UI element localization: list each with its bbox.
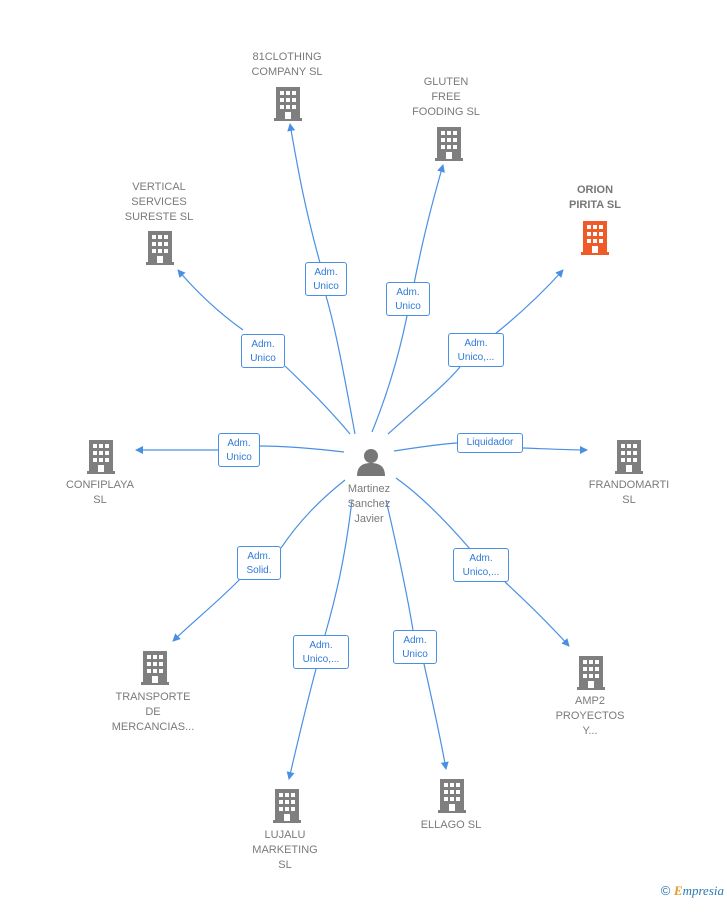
edge-line-frandomarti [393, 442, 458, 452]
company-name-81clothing[interactable]: 81CLOTHING COMPANY SL [251, 51, 323, 78]
building-icon[interactable] [435, 127, 463, 161]
role-label-confiplaya[interactable]: Adm. Unico [218, 433, 260, 467]
company-name-lujalu[interactable]: LUJALU MARKETING SL [252, 829, 318, 871]
role-label-81clothing[interactable]: Adm. Unico [305, 262, 347, 296]
edge-line-gluten [371, 315, 408, 433]
edge-line-amp2 [395, 477, 471, 550]
company-name-transporte[interactable]: TRANSPORTE DE MERCANCIAS... [111, 691, 195, 733]
role-label-gluten[interactable]: Adm. Unico [386, 282, 430, 316]
edge-arrow-amp2 [504, 581, 570, 647]
building-icon[interactable] [581, 221, 609, 255]
company-name-ellago[interactable]: ELLAGO SL [420, 819, 482, 831]
edge-line-ellago [385, 499, 414, 631]
edge-arrow-ellago [423, 663, 449, 770]
edge-line-orion [387, 366, 461, 435]
building-icon[interactable] [577, 656, 605, 690]
edge-line-transporte [280, 479, 346, 549]
role-label-orion[interactable]: Adm. Unico,... [448, 333, 504, 367]
company-name-frandomarti[interactable]: FRANDOMARTI SL [588, 479, 670, 506]
person-icon [357, 449, 385, 476]
role-label-lujalu[interactable]: Adm. Unico,... [293, 635, 349, 669]
company-name-confiplaya[interactable]: CONFIPLAYA SL [65, 479, 135, 506]
person-name[interactable]: Martinez Sanchez Javier [347, 483, 391, 525]
company-name-orion[interactable]: ORION PIRITA SL [569, 184, 621, 211]
copyright-icon: © [660, 883, 671, 898]
company-name-vertical[interactable]: VERTICAL SERVICES SURESTE SL [124, 181, 194, 223]
edge-line-vertical [284, 365, 351, 435]
role-label-frandomarti[interactable]: Liquidador [457, 433, 523, 453]
edge-line-lujalu [324, 499, 353, 636]
edge-arrow-transporte [172, 576, 243, 642]
empresia-watermark: © Empresia [661, 883, 724, 899]
building-icon[interactable] [274, 87, 302, 121]
building-icon[interactable] [273, 789, 301, 823]
role-label-vertical[interactable]: Adm. Unico [241, 334, 285, 368]
role-label-amp2[interactable]: Adm. Unico,... [453, 548, 509, 582]
edge-arrow-frandomarti [522, 445, 588, 454]
edge-arrow-orion [494, 269, 564, 335]
brand-name: mpresia [682, 883, 724, 898]
edge-line-81clothing [325, 295, 356, 435]
building-icon[interactable] [141, 651, 169, 685]
brand-initial: E [673, 883, 683, 898]
building-icon[interactable] [615, 440, 643, 474]
building-icon[interactable] [87, 440, 115, 474]
company-name-gluten[interactable]: GLUTEN FREE FOODING SL [412, 76, 480, 118]
edge-line-confiplaya [259, 445, 345, 453]
role-label-ellago[interactable]: Adm. Unico [393, 630, 437, 664]
role-label-transporte[interactable]: Adm. Solid. [237, 546, 281, 580]
company-name-amp2[interactable]: AMP2 PROYECTOS Y... [555, 695, 625, 737]
edge-arrow-lujalu [286, 668, 317, 780]
building-icon[interactable] [438, 779, 466, 813]
edge-arrow-vertical [177, 269, 244, 331]
building-icon[interactable] [146, 231, 174, 265]
edge-arrow-81clothing [287, 123, 323, 271]
